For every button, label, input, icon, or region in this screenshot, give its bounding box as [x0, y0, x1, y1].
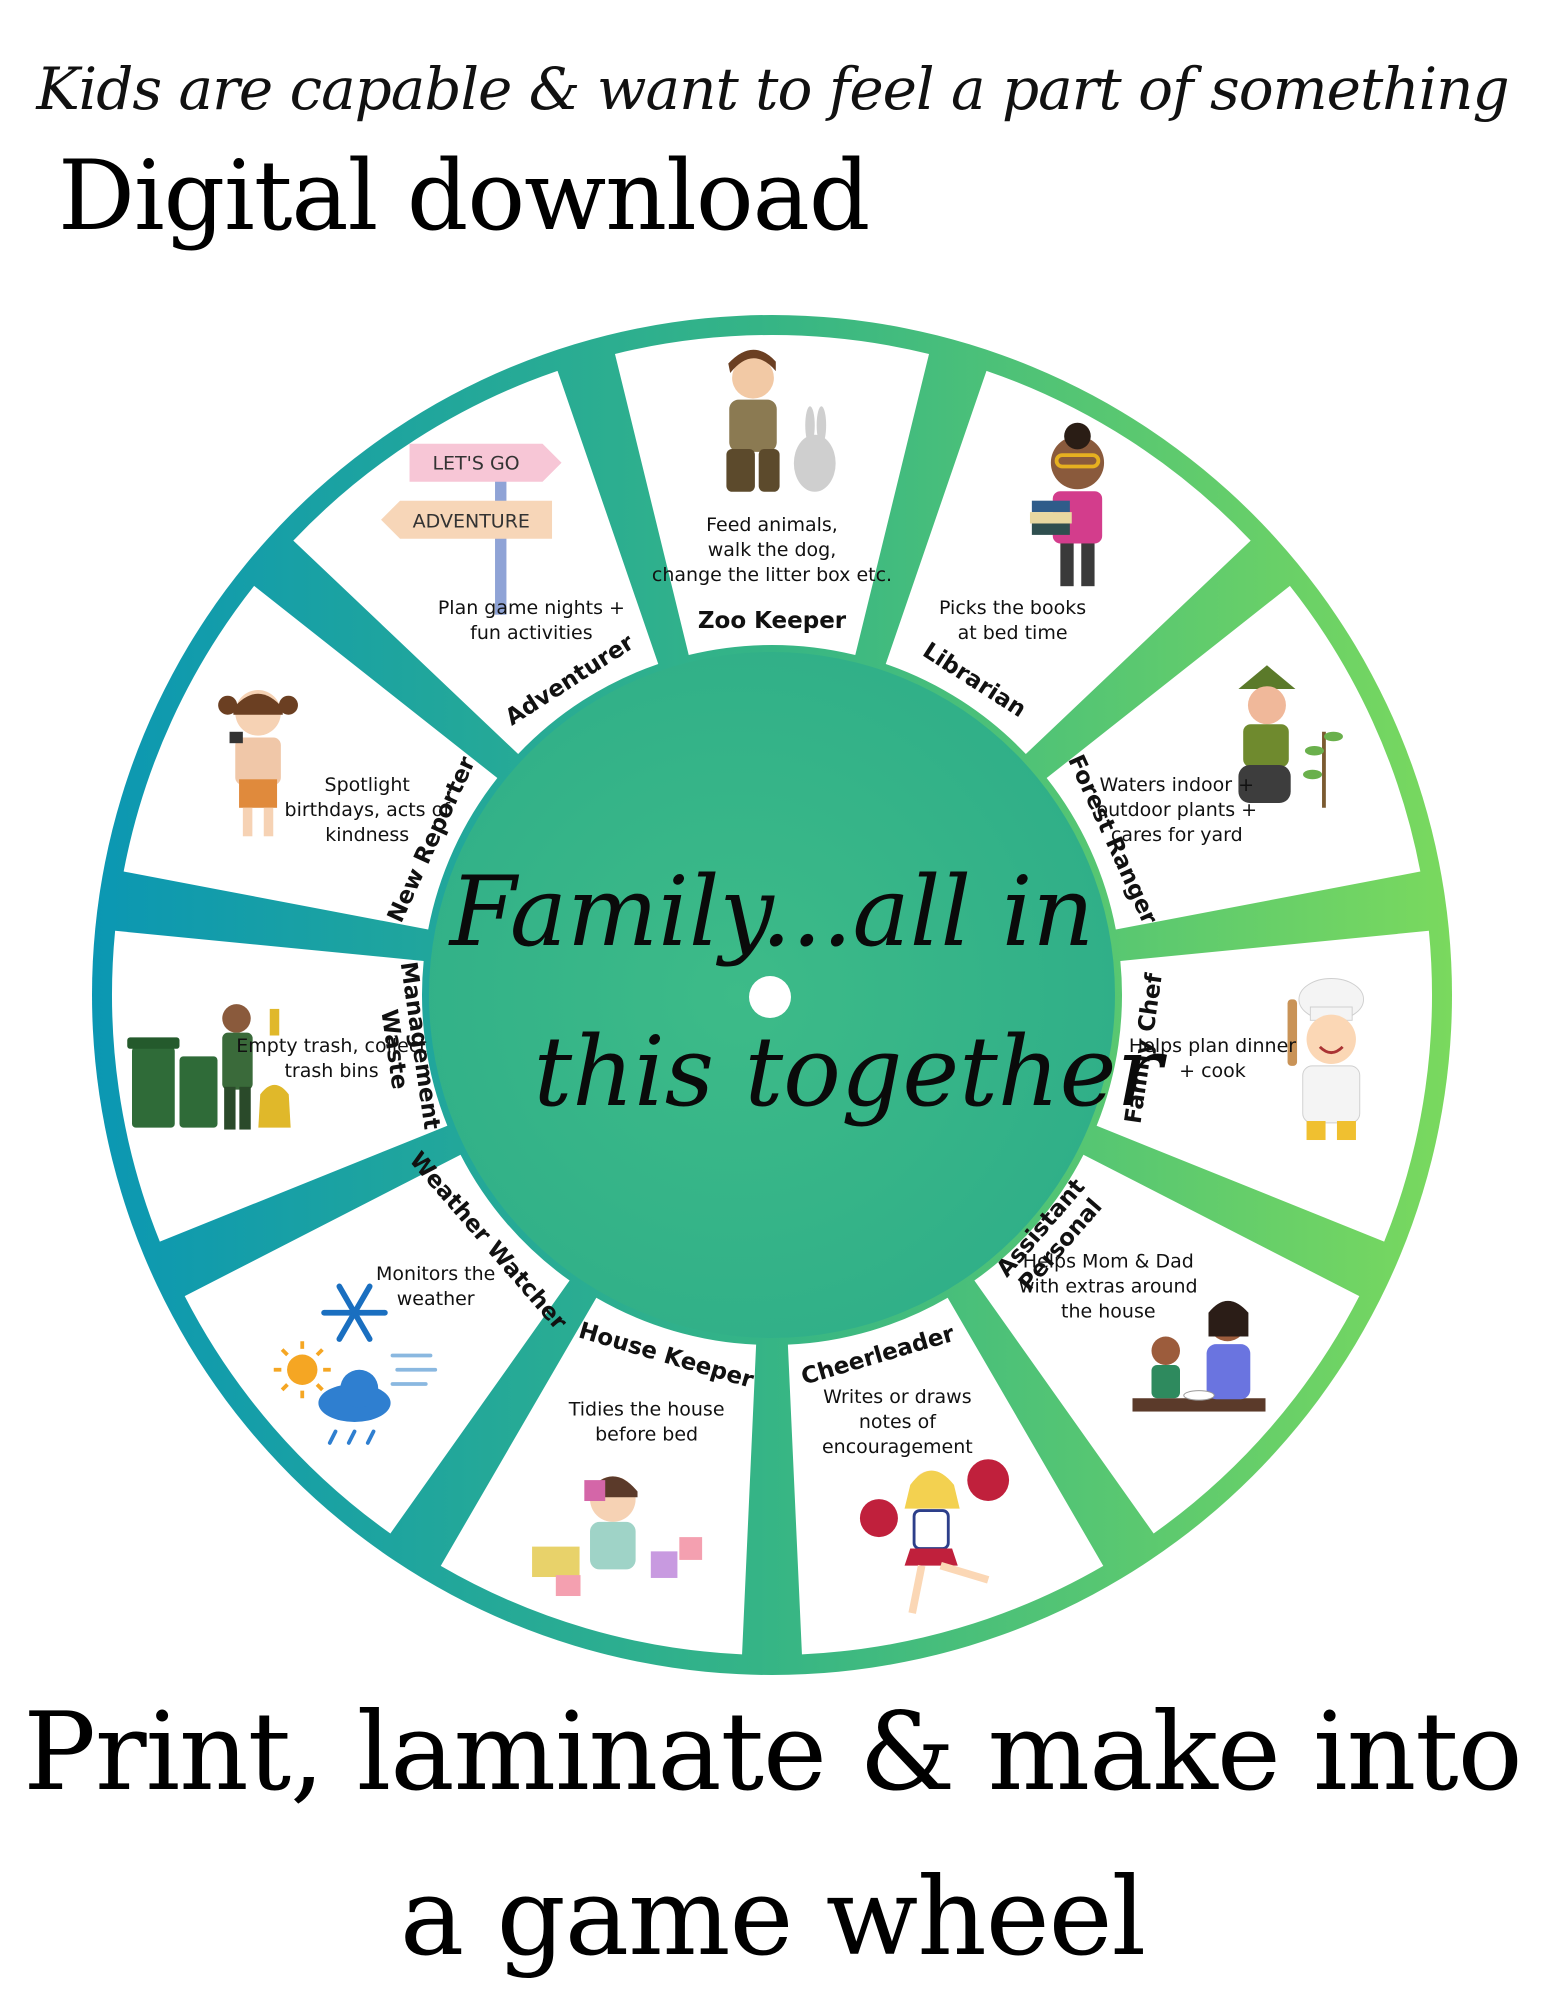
librarian-books-icon	[1029, 422, 1105, 587]
segment-caption-line: cares for yard	[1111, 824, 1243, 846]
segment-caption-line: Helps plan dinner	[1129, 1035, 1296, 1057]
personal-assistant-icon	[1132, 1300, 1266, 1412]
wheel-segments: Feed animals, walk the dog, change the lit…	[111, 335, 1432, 1655]
segment-caption-line: Empty trash, collect	[236, 1035, 426, 1057]
cheerleader-icon	[859, 1459, 1010, 1614]
center-hole	[749, 976, 791, 1018]
segment-caption-line: Writes or draws	[823, 1386, 972, 1408]
segment-caption-line: Monitors the	[376, 1263, 495, 1285]
tagline: Kids are capable & want to feel a part o…	[36, 55, 1509, 123]
chef-icon	[1287, 978, 1365, 1141]
segment-caption-line: Spotlight	[325, 774, 410, 796]
segment-caption-line: notes of	[859, 1411, 937, 1433]
toy-blocks-icon	[532, 1476, 703, 1597]
forest-ranger-plant-icon	[1238, 665, 1343, 808]
signpost-text-bottom: ADVENTURE	[413, 510, 530, 532]
signpost-icon: LET'S GO ADVENTURE	[381, 443, 562, 615]
wheel-segment-adventurer: LET'S GO ADVENTURE Plan game nights + fun a…	[293, 370, 659, 755]
segment-role-text: Zoo Keeper	[698, 608, 847, 634]
zookeeper-rabbit-icon	[726, 349, 836, 492]
segment-caption-line: encouragement	[822, 1436, 973, 1458]
segment-panel	[123, 585, 498, 930]
wheel-segment-forest-ranger: Waters indoor + outdoor plants + cares for…	[1046, 585, 1421, 930]
segment-panel	[184, 1154, 570, 1534]
wheel-segment-zoo-keeper: Feed animals, walk the dog, change the lit…	[614, 335, 930, 656]
segment-panel	[1046, 585, 1421, 930]
segment-caption-line: Waters indoor +	[1100, 774, 1255, 796]
subtitle: Digital download	[58, 140, 870, 252]
segment-role-label: Zoo Keeper	[698, 608, 847, 634]
center-text-line2: this together	[534, 1016, 1168, 1128]
segment-caption-line: the house	[1061, 1300, 1156, 1322]
segment-caption-line: before bed	[595, 1423, 698, 1445]
center-text-line1: Family...all in	[448, 856, 1094, 968]
news-reporter-icon	[218, 689, 298, 837]
segment-caption-line: weather	[397, 1288, 475, 1310]
segment-caption-line: Picks the books	[939, 597, 1086, 619]
segment-caption-line: Feed animals,	[706, 514, 838, 536]
segment-caption-line: walk the dog,	[708, 539, 837, 561]
segment-panel	[787, 1297, 1104, 1655]
segment-caption-line: at bed time	[958, 622, 1068, 644]
segment-caption-line: Tidies the house	[568, 1398, 725, 1420]
segment-caption-line: outdoor plants +	[1096, 799, 1257, 821]
segment-panel	[293, 370, 659, 755]
segment-caption-line: + cook	[1179, 1060, 1246, 1082]
segment-caption-line: Plan game nights +	[438, 597, 625, 619]
segment-caption-line: trash bins	[284, 1060, 378, 1082]
segment-caption-line: kindness	[325, 824, 409, 846]
trash-bins-icon	[127, 1004, 291, 1130]
footer-line2: a game wheel	[399, 1855, 1146, 1980]
weather-icon	[273, 1283, 438, 1445]
segment-panel	[614, 335, 930, 656]
segment-caption-line: fun activities	[470, 622, 592, 644]
segment-caption-line: with extras around	[1019, 1275, 1198, 1297]
segment-caption-line: change the litter box etc.	[652, 564, 892, 586]
segment-caption-line: birthdays, acts of	[285, 799, 452, 821]
footer-line1: Print, laminate & make into	[23, 1690, 1522, 1815]
signpost-text-top: LET'S GO	[432, 452, 519, 474]
segment-caption-line: Helps Mom & Dad	[1023, 1250, 1194, 1272]
